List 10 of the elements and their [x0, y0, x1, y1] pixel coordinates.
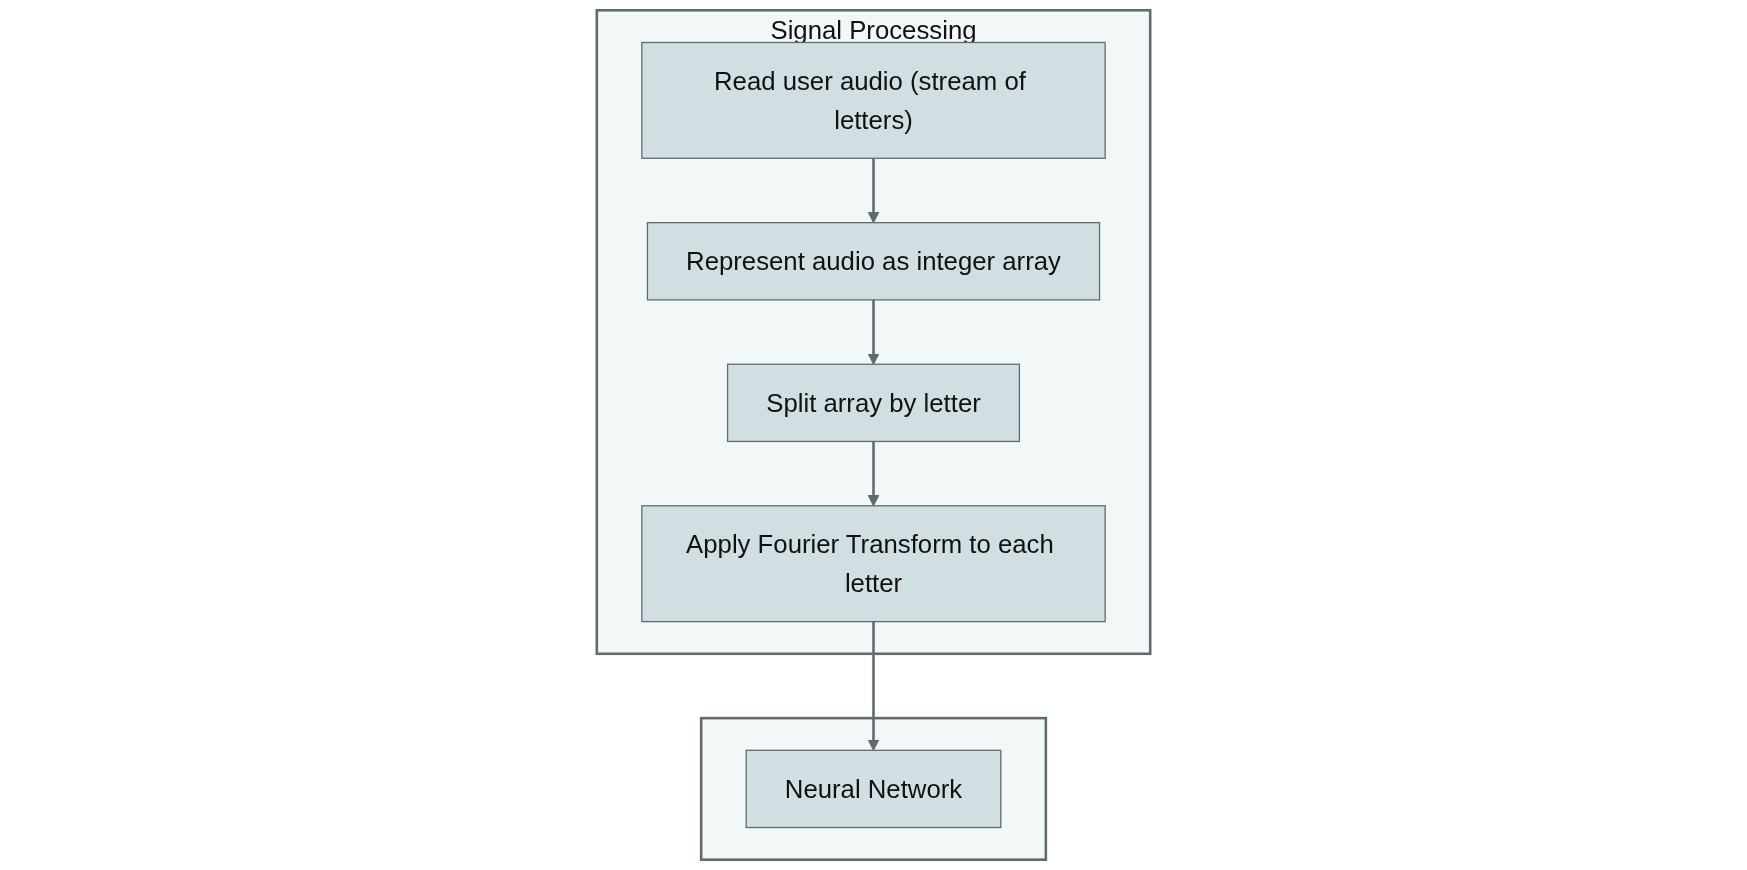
node-box: Split array by letter	[726, 363, 1021, 443]
cluster	[699, 716, 1048, 861]
node-box: Represent audio as integer array	[646, 222, 1101, 301]
node-box: Neural Network	[745, 749, 1002, 829]
arrow	[867, 441, 880, 507]
node-box: Read user audio (stream of letters)	[641, 41, 1106, 159]
node-box: Apply Fourier Transform to each letter	[641, 505, 1106, 623]
arrow	[867, 299, 880, 365]
arrow	[867, 621, 880, 751]
arrow	[867, 158, 880, 224]
